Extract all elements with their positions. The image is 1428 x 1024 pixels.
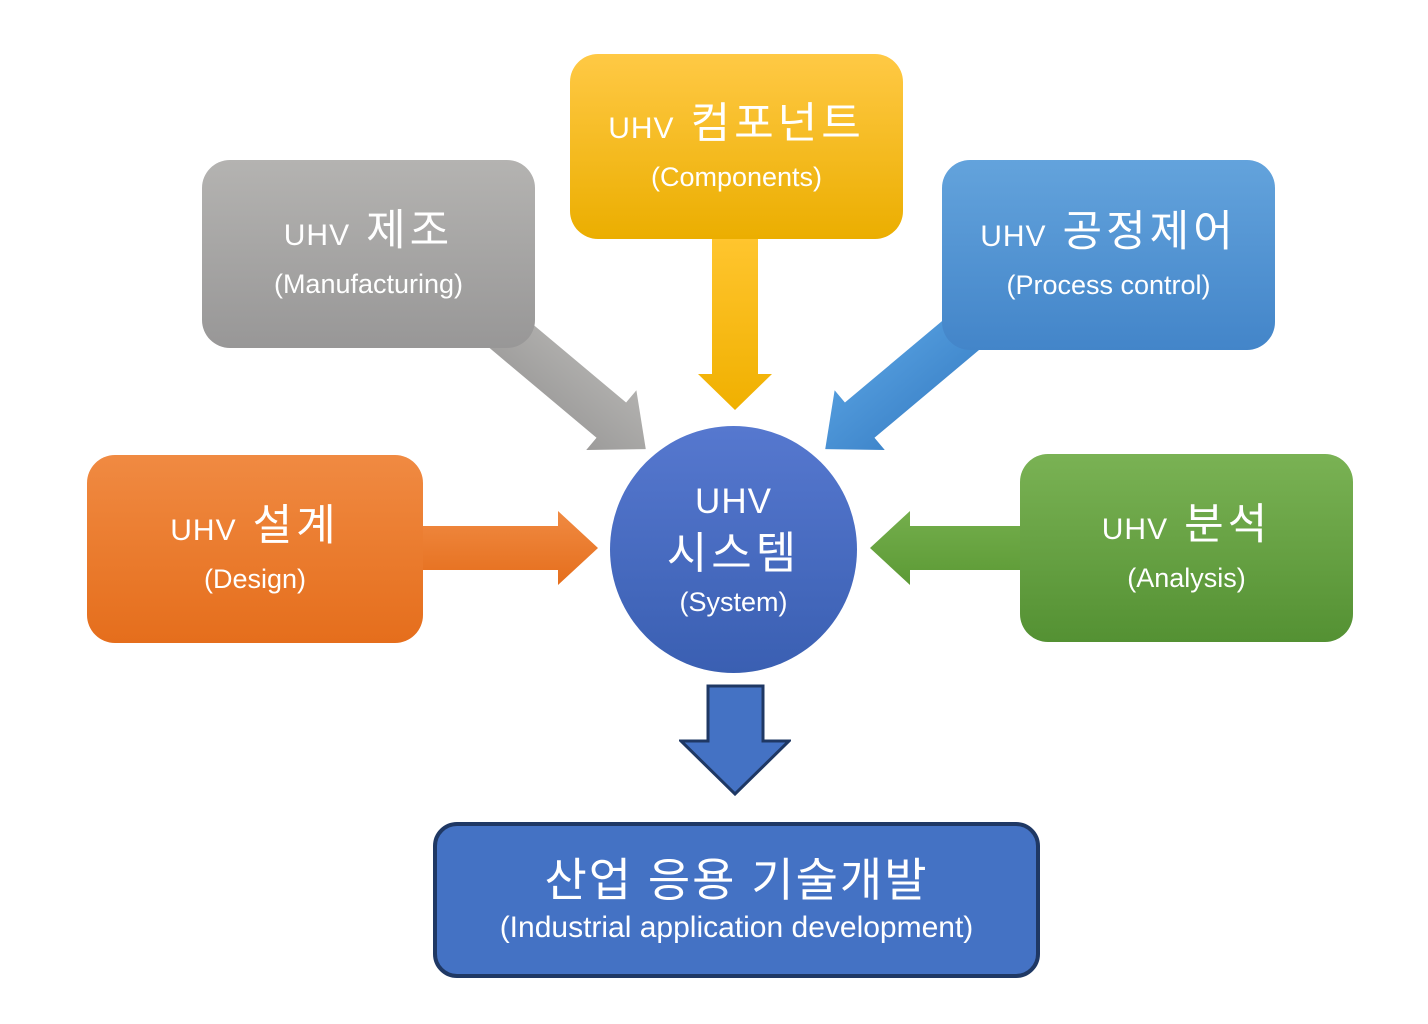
design-to-system-arrow	[422, 511, 598, 585]
system-english-label: (System)	[679, 586, 788, 617]
korean-title-label: 제조	[366, 207, 454, 255]
output-english-label: (Industrial application development)	[499, 911, 974, 944]
english-subtitle-label: (Analysis)	[1127, 563, 1246, 593]
manufacturing-to-system-arrow	[485, 309, 646, 451]
analysis-to-system-arrow	[870, 511, 1022, 585]
node-design-title: UHV 설계	[170, 505, 339, 548]
uhv-prefix-label: UHV	[283, 219, 351, 252]
node-components: UHV 컴포넌트 (Components)	[570, 54, 903, 239]
korean-title-label: 공정제어	[1062, 208, 1237, 256]
node-manufacturing: UHV 제조 (Manufacturing)	[202, 160, 535, 348]
system-korean-label: 시스템	[666, 528, 801, 578]
english-subtitle-label: (Process control)	[1006, 270, 1211, 300]
system-uhv-label: UHV	[695, 481, 772, 521]
components-to-system-arrow	[698, 239, 772, 410]
node-process-control-title: UHV 공정제어	[980, 211, 1237, 254]
system-to-output-arrow	[679, 684, 791, 796]
english-subtitle-label: (Design)	[203, 564, 307, 594]
process-control-to-system-arrow	[825, 309, 986, 451]
uhv-prefix-label: UHV	[170, 514, 237, 547]
node-analysis-title: UHV 분석	[1102, 504, 1271, 547]
node-system-center-circle: UHV 시스템 (System)	[610, 426, 857, 673]
node-manufacturing-title: UHV 제조	[284, 210, 453, 253]
node-design: UHV 설계 (Design)	[87, 455, 423, 643]
output-korean-label: 산업 응용 기술개발	[544, 854, 929, 906]
english-subtitle-label: (Components)	[650, 161, 823, 192]
uhv-prefix-label: UHV	[608, 111, 675, 145]
uhv-prefix-label: UHV	[1101, 513, 1169, 546]
node-industrial-application-output: 산업 응용 기술개발 (Industrial application devel…	[433, 822, 1040, 978]
node-process-control: UHV 공정제어 (Process control)	[942, 160, 1275, 350]
english-subtitle-label: (Manufacturing)	[273, 269, 464, 299]
node-components-title: UHV 컴포넌트	[608, 99, 865, 148]
node-analysis: UHV 분석 (Analysis)	[1020, 454, 1353, 642]
korean-title-label: 설계	[252, 502, 340, 550]
uhv-prefix-label: UHV	[980, 220, 1047, 253]
korean-title-label: 분석	[1184, 501, 1272, 549]
korean-title-label: 컴포넌트	[690, 99, 865, 148]
